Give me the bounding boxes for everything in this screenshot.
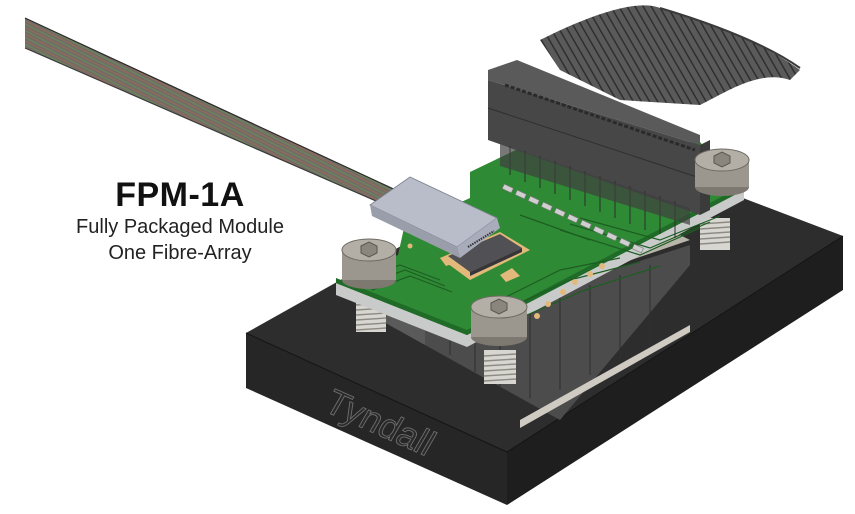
screw-right xyxy=(694,148,750,196)
product-subtitle-line2: One Fibre-Array xyxy=(108,242,252,264)
product-caption: FPM-1A Fully Packaged Module One Fibre-A… xyxy=(20,176,340,266)
fibre-array xyxy=(24,17,500,258)
photonic-chip xyxy=(448,234,522,272)
ribbon-connector xyxy=(487,5,801,238)
product-title: FPM-1A xyxy=(115,176,245,214)
screw-threads xyxy=(355,218,731,384)
cap-screws xyxy=(341,148,750,346)
product-subtitle-line1: Fully Packaged Module xyxy=(76,216,284,238)
thread-front xyxy=(483,350,517,384)
screw-left xyxy=(341,238,397,289)
screw-front xyxy=(470,295,528,346)
thread-right xyxy=(699,218,731,250)
fibre-ferrule xyxy=(369,176,500,258)
